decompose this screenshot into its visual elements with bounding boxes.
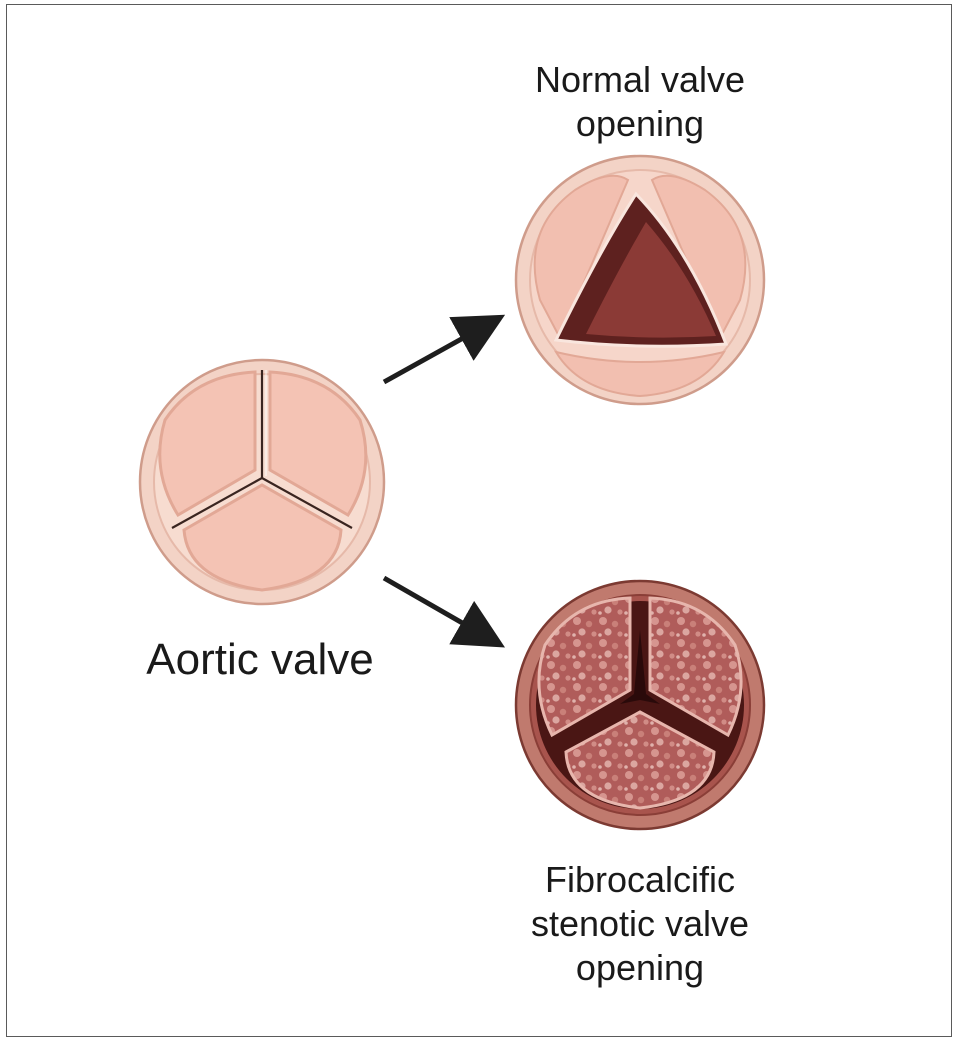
arrow-to-stenotic [384, 578, 492, 640]
arrow-to-normal [384, 322, 492, 382]
aortic-valve-label: Aortic valve [110, 634, 410, 686]
stenotic-valve-illustration [516, 581, 764, 829]
normal-valve-label: Normal valve opening [470, 58, 810, 146]
normal-valve-illustration [516, 156, 764, 404]
stenotic-valve-label: Fibrocalcific stenotic valve opening [470, 858, 810, 990]
aortic-valve-illustration [140, 360, 384, 604]
